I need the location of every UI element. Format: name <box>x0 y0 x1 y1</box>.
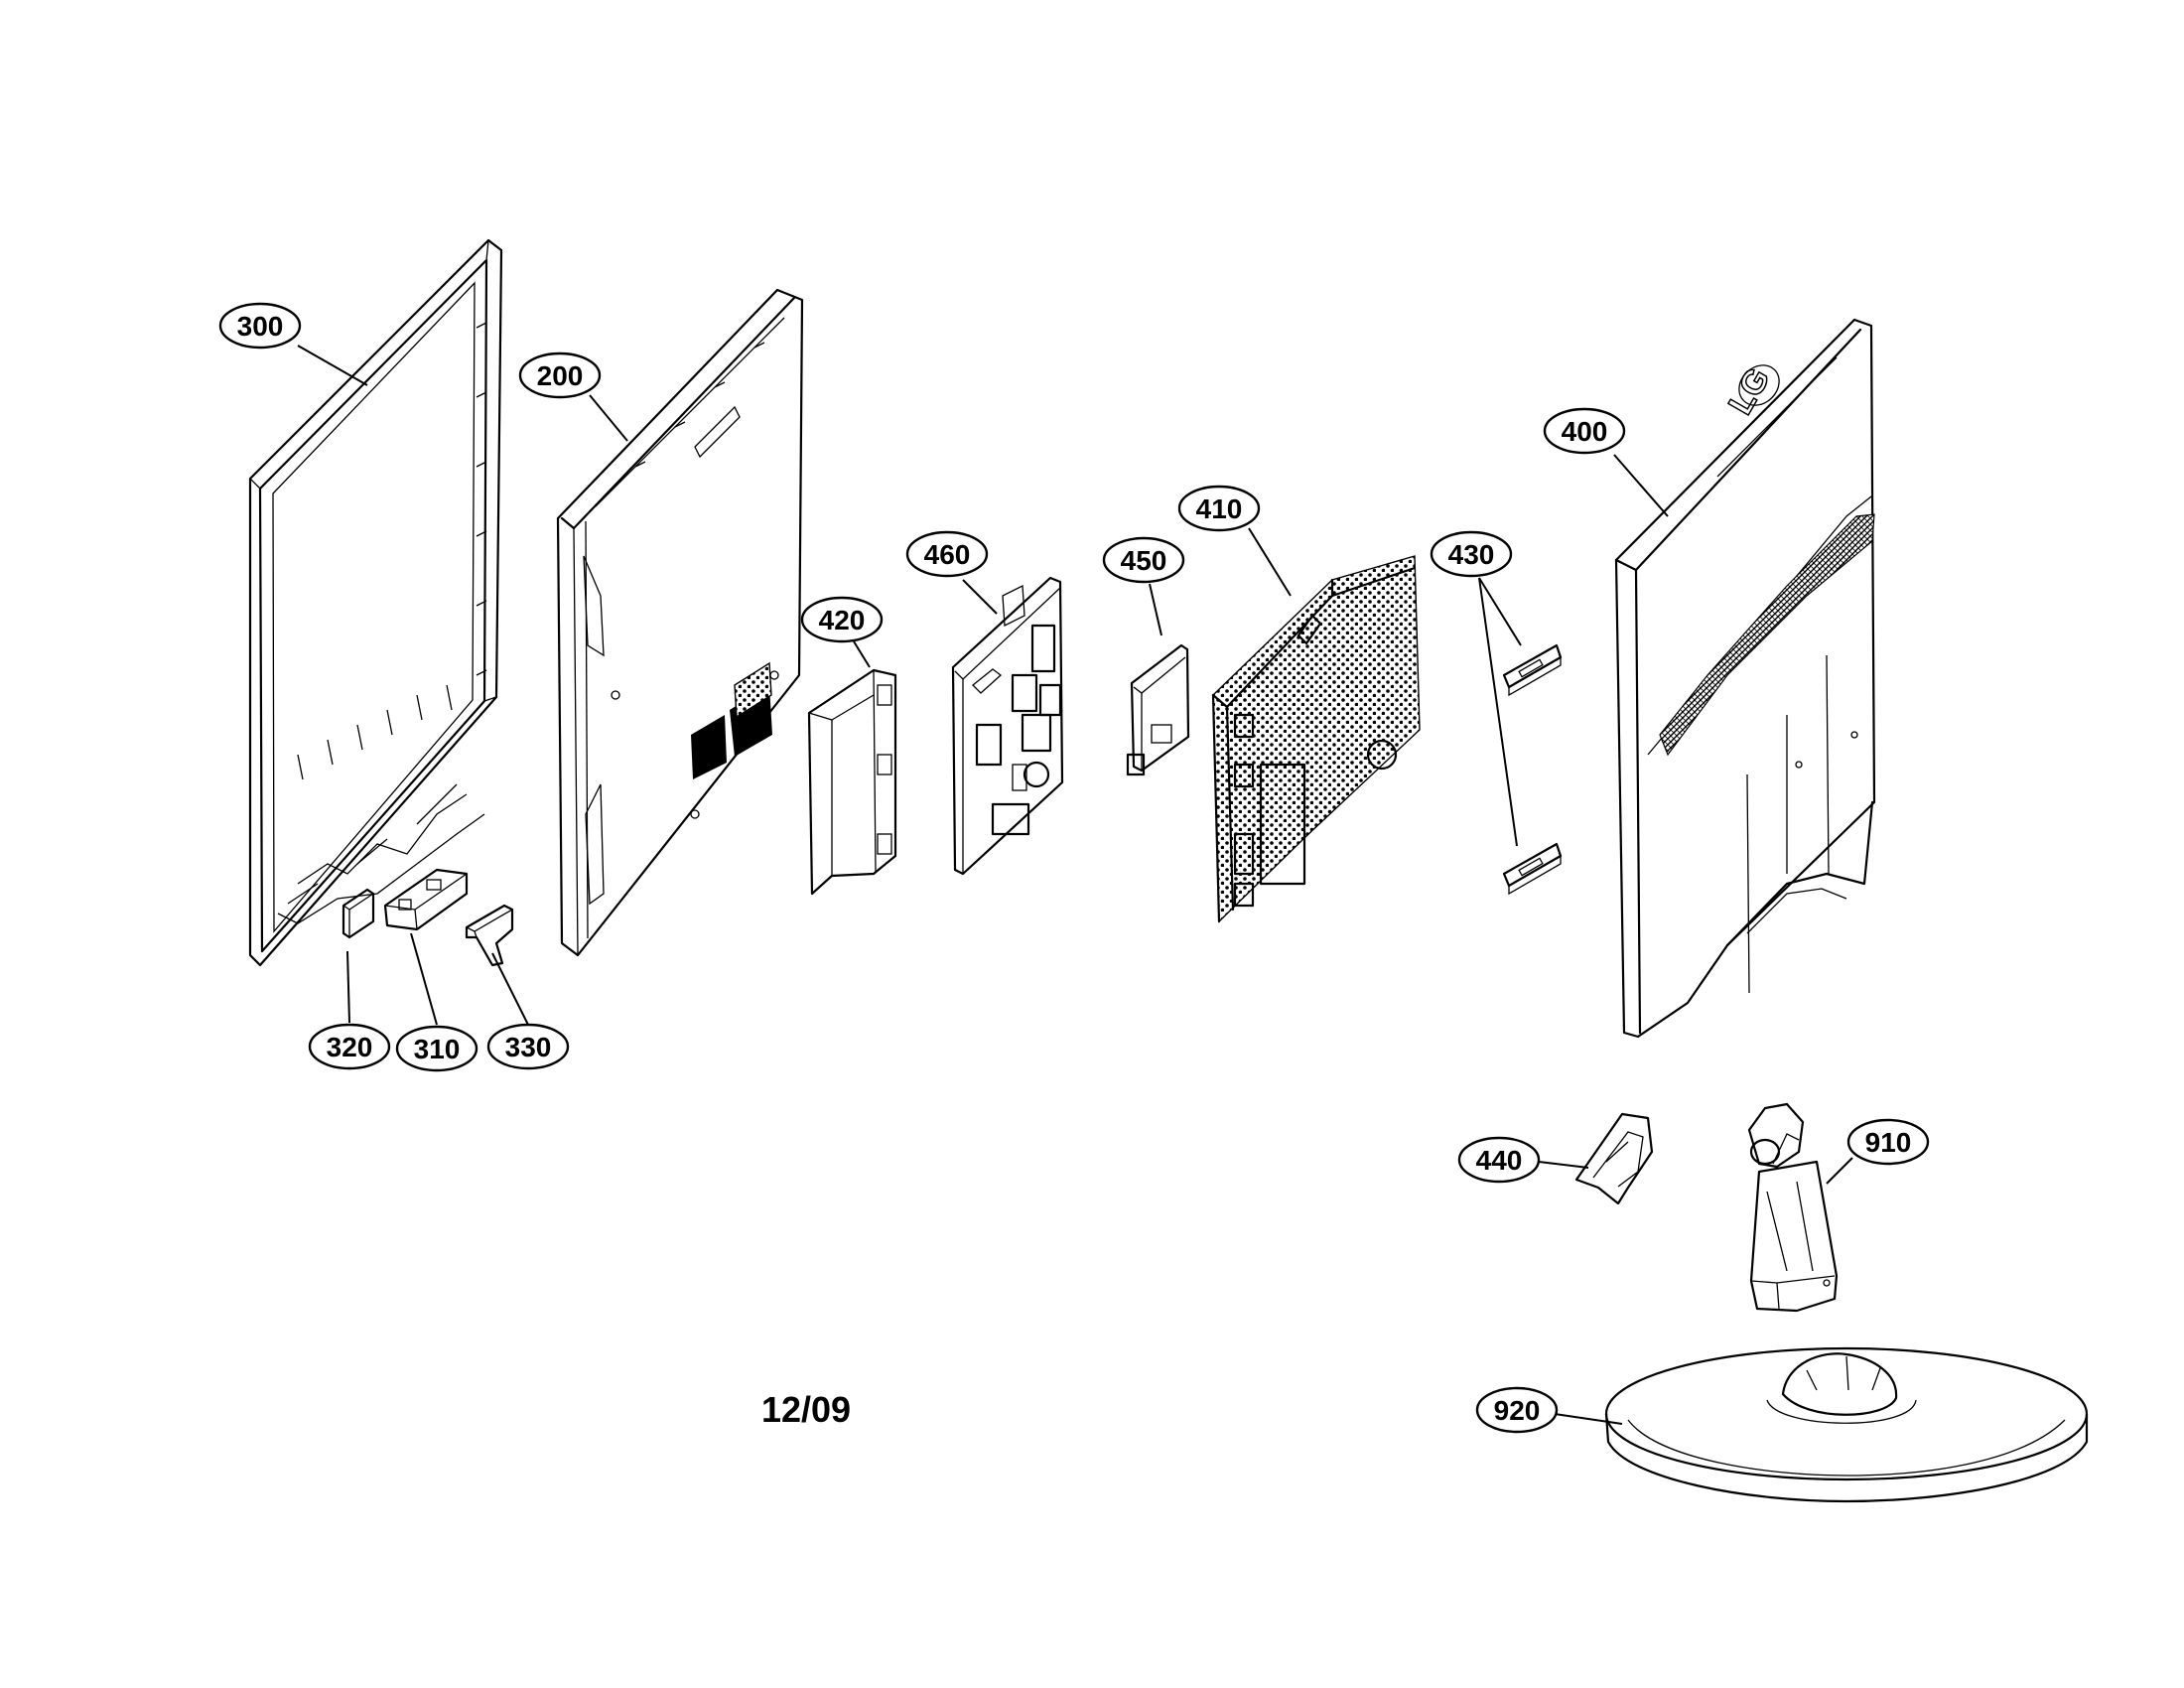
callout-460: 460 <box>905 530 989 578</box>
part-stand-neck <box>1747 1102 1839 1313</box>
callout-450: 450 <box>1102 536 1185 584</box>
part-control-board <box>383 868 469 931</box>
part-led-lens <box>465 904 514 967</box>
callout-440: 440 <box>1457 1136 1541 1184</box>
callout-label: 400 <box>1562 416 1608 447</box>
callout-label: 920 <box>1494 1395 1541 1426</box>
part-lcd-module <box>556 288 804 957</box>
callout-910: 910 <box>1846 1118 1930 1166</box>
part-stand-base <box>1604 1346 2089 1503</box>
part-hinge-brackets <box>1502 643 1563 896</box>
callout-label: 440 <box>1476 1145 1523 1176</box>
callout-label: 310 <box>414 1034 461 1064</box>
part-signal-board <box>1126 643 1190 776</box>
part-side-bracket <box>807 668 897 896</box>
callout-920: 920 <box>1475 1386 1559 1434</box>
date-code: 12/09 <box>761 1389 851 1430</box>
part-power-board <box>951 576 1064 876</box>
callout-400: 400 <box>1543 407 1626 455</box>
brand-logo-text: LG <box>1721 361 1778 421</box>
callout-300: 300 <box>218 302 302 350</box>
callout-label: 200 <box>537 360 584 391</box>
callout-310: 310 <box>395 1025 478 1072</box>
callout-label: 910 <box>1865 1127 1912 1158</box>
callout-320: 320 <box>308 1023 391 1070</box>
callout-label: 330 <box>505 1032 552 1062</box>
callout-200: 200 <box>518 352 602 399</box>
part-front-bezel <box>248 238 503 967</box>
part-key-button <box>341 888 375 939</box>
callout-label: 300 <box>237 311 284 342</box>
callout-330: 330 <box>486 1023 570 1070</box>
callout-label: 410 <box>1196 493 1243 524</box>
part-back-cover: LG <box>1614 318 1876 1039</box>
part-shield-case <box>1211 555 1421 923</box>
callout-label: 320 <box>327 1032 373 1062</box>
callout-430: 430 <box>1430 530 1513 578</box>
callout-label: 450 <box>1121 545 1167 576</box>
callout-410: 410 <box>1177 485 1261 532</box>
leader-lines <box>297 345 1853 1425</box>
callout-label: 430 <box>1448 539 1495 570</box>
part-hinge <box>1574 1112 1654 1205</box>
callout-label: 420 <box>819 605 866 635</box>
callout-label: 460 <box>924 539 971 570</box>
callout-420: 420 <box>800 596 884 643</box>
